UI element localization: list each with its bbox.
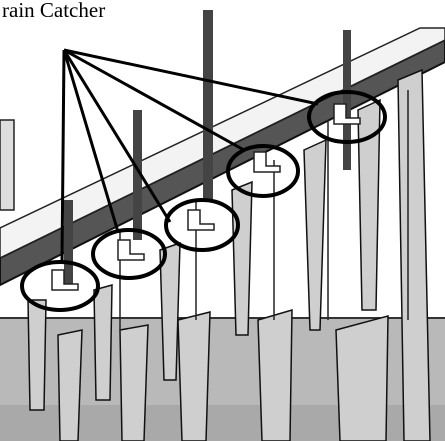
left-stub: [0, 119, 15, 211]
blade: [257, 308, 293, 441]
blade: [231, 180, 253, 336]
blade: [177, 311, 211, 441]
blade: [303, 138, 327, 331]
catcher-details: [51, 103, 361, 291]
casing-rib: [64, 200, 73, 290]
drain-catcher-circle: [91, 228, 167, 280]
blade: [93, 284, 113, 401]
catcher-detail: [253, 151, 281, 173]
callout-line: [62, 49, 172, 223]
callout-line: [63, 48, 245, 152]
blade: [159, 241, 181, 381]
callout-line: [63, 48, 319, 106]
callout-lines: [60, 48, 319, 263]
drain-catcher-circle: [164, 198, 240, 252]
blade: [119, 324, 149, 441]
casing-rib: [343, 30, 351, 170]
blade-row: [27, 68, 431, 441]
blade: [27, 299, 47, 411]
catcher-detail: [333, 103, 361, 125]
catcher-detail: [187, 209, 215, 231]
callout-line: [60, 49, 66, 263]
drain-catcher-circle: [226, 144, 300, 198]
casing-rib: [203, 10, 213, 200]
drain-catcher-circle: [20, 260, 100, 312]
blade: [357, 98, 381, 311]
blade: [335, 315, 389, 441]
blade: [397, 68, 431, 441]
blade: [57, 329, 83, 441]
catcher-detail: [51, 269, 79, 291]
drain-catcher-label: rain Catcher: [2, 0, 106, 22]
catcher-circles: [20, 90, 387, 312]
casing-rib: [133, 110, 142, 240]
catcher-detail: [117, 239, 145, 261]
callout-line: [62, 49, 120, 233]
drain-catcher-circle: [307, 90, 387, 144]
